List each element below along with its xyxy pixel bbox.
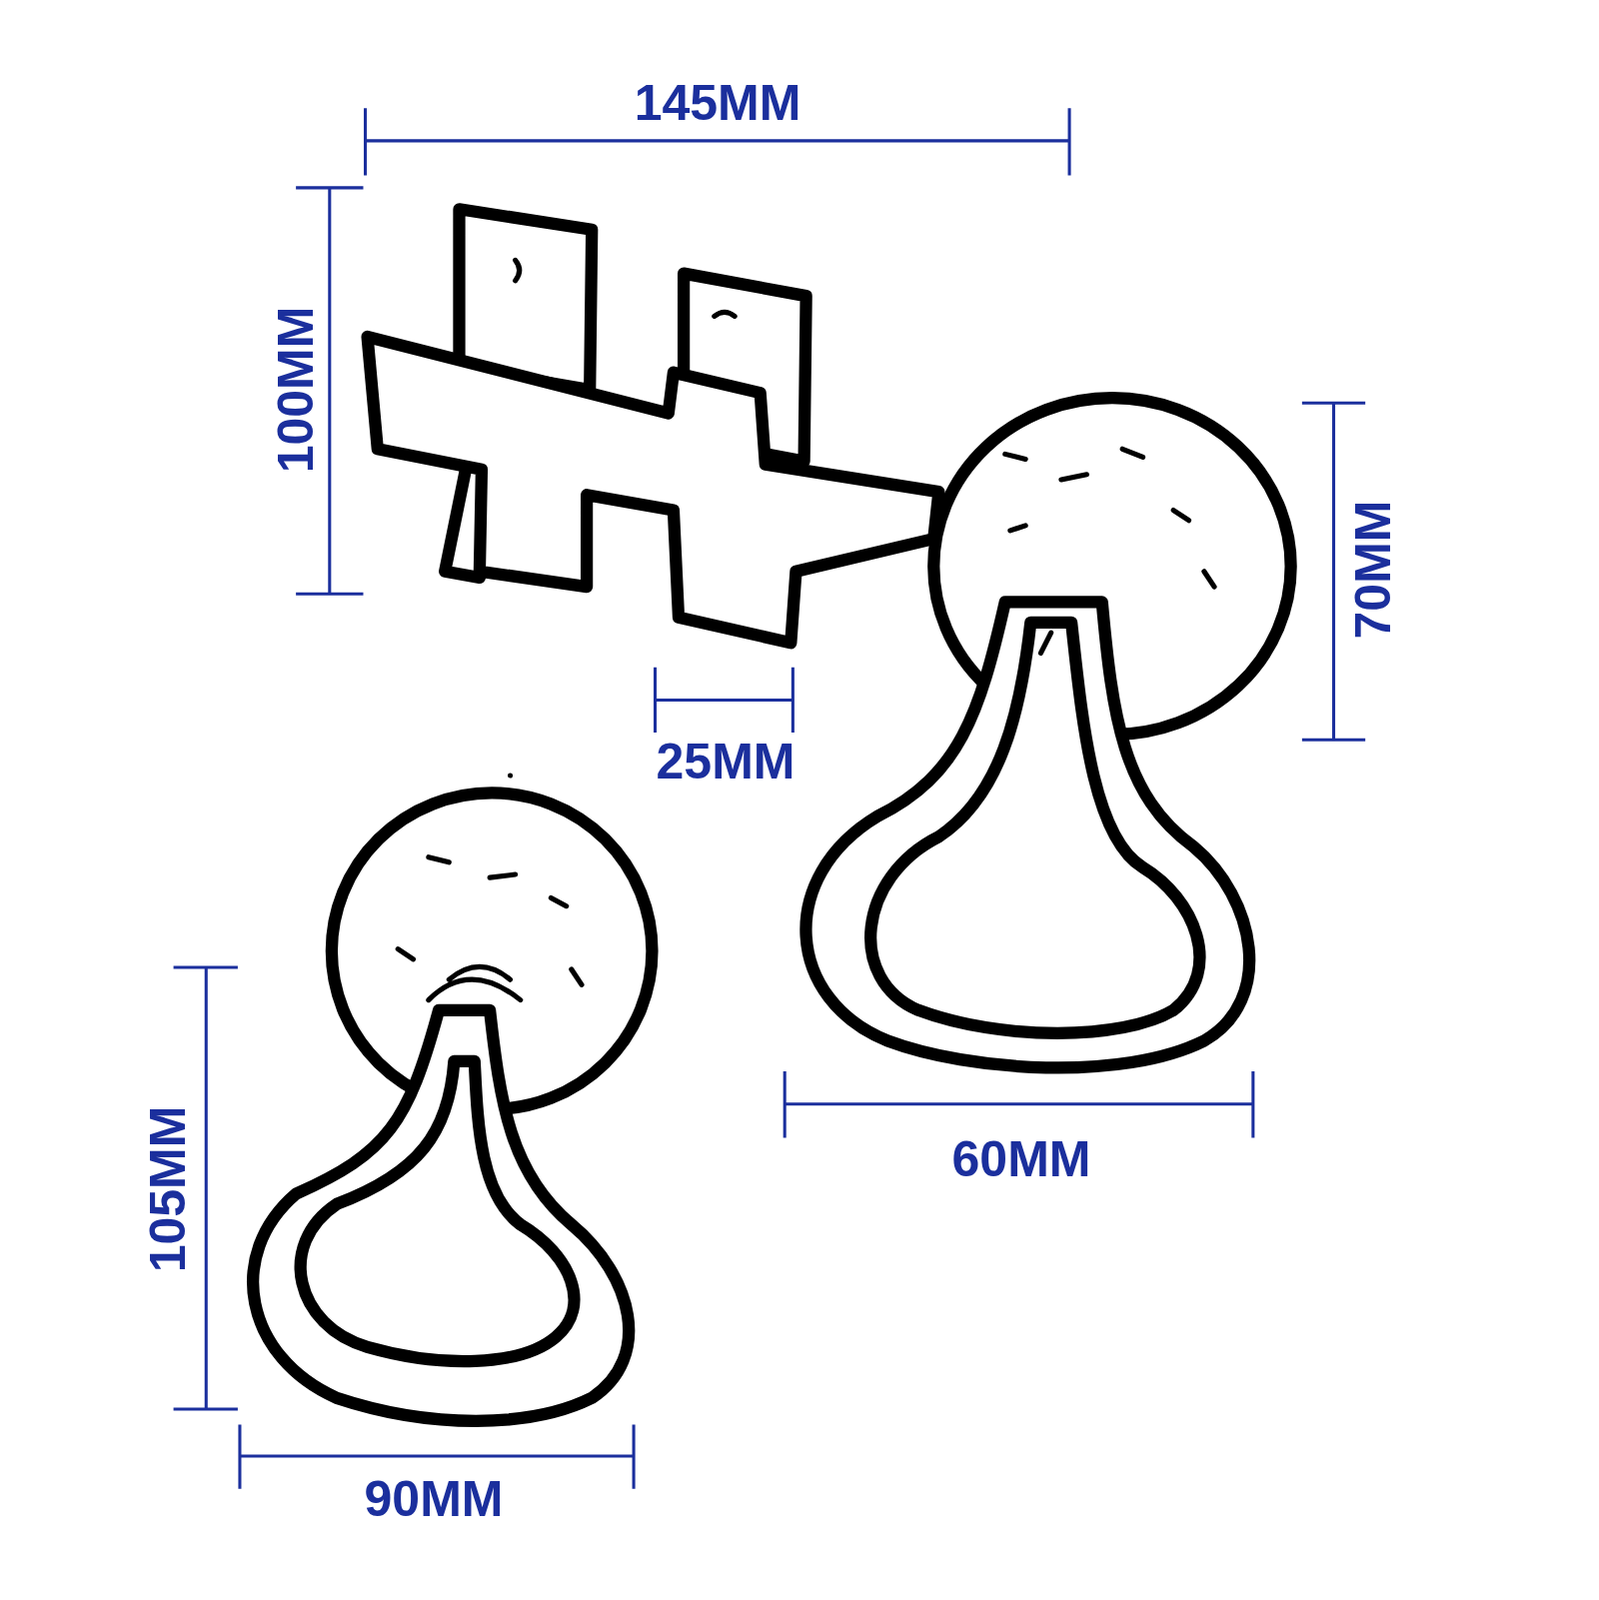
dimension-label: 105MM xyxy=(142,1106,193,1274)
dimension-line xyxy=(784,1071,1254,1138)
dimension-label: 145MM xyxy=(634,77,802,128)
ring-hole xyxy=(300,1061,575,1362)
ring-handle xyxy=(252,1010,629,1422)
dimension-label: 100MM xyxy=(270,306,321,474)
dimension-label: 90MM xyxy=(364,1474,504,1525)
ring-hole xyxy=(870,622,1200,1034)
dimension-label: 70MM xyxy=(1348,500,1399,640)
dimension-line xyxy=(655,667,794,733)
texture xyxy=(397,259,1215,1000)
latch-bar xyxy=(367,336,940,643)
dimension-label: 25MM xyxy=(656,736,796,787)
dimension-label: 60MM xyxy=(952,1134,1092,1185)
ring-handle xyxy=(805,601,1250,1068)
